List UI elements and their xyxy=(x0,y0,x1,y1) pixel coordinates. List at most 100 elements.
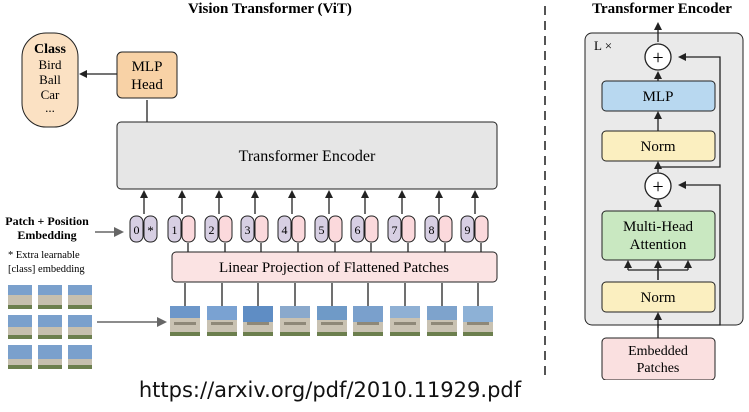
token-pair-0: 0* xyxy=(129,190,158,243)
position-number: 0 xyxy=(134,223,140,237)
grid-ground xyxy=(38,335,62,339)
class-box: Class Bird Ball Car ... xyxy=(21,32,79,128)
extra-note-1: * Extra learnable xyxy=(8,250,80,261)
patch-ground xyxy=(390,332,420,336)
position-number: 3 xyxy=(245,223,251,237)
grid-patch xyxy=(38,345,62,369)
patch-thumbnail xyxy=(207,283,237,336)
patch-ground xyxy=(207,332,237,336)
patch-thumbnail xyxy=(463,283,493,336)
class-item-ellipsis: ... xyxy=(45,100,55,115)
grid-patch xyxy=(38,315,62,339)
skip-connection-top xyxy=(658,53,721,168)
position-embedding xyxy=(350,215,365,243)
embedded-patches-box: Embedded Patches xyxy=(601,337,716,381)
transformer-encoder-box: Transformer Encoder xyxy=(116,121,498,190)
class-item-car: Car xyxy=(41,87,60,102)
patch-detail xyxy=(431,322,453,325)
patch-embedding xyxy=(291,215,306,243)
class-token xyxy=(143,215,158,243)
paper-url: https://arxiv.org/pdf/2010.11929.pdf xyxy=(138,378,522,402)
position-number: 4 xyxy=(282,223,288,237)
norm-layer-bottom: Norm xyxy=(601,281,716,313)
position-number: 5 xyxy=(319,223,325,237)
patch-thumbnail xyxy=(317,283,347,336)
vit-title: Vision Transformer (ViT) xyxy=(188,1,352,17)
patch-ground xyxy=(427,332,457,336)
position-number: 6 xyxy=(355,223,361,237)
token-pair-2: 2 xyxy=(204,190,233,252)
attention-layer: Multi-Head Attention xyxy=(601,210,716,261)
position-number: 8 xyxy=(429,223,435,237)
mlp-layer-label: MLP xyxy=(643,89,674,105)
grid-building xyxy=(68,359,92,369)
position-embedding xyxy=(240,215,255,243)
token-pair-7: 7 xyxy=(387,190,416,252)
grid-building xyxy=(38,359,62,369)
add-symbol-top: + xyxy=(652,47,663,69)
mlp-head: MLP Head xyxy=(116,51,178,99)
position-number: 9 xyxy=(465,223,471,237)
patch-embedding xyxy=(328,215,343,243)
patch-embedding xyxy=(474,215,489,243)
grid-ground xyxy=(8,365,32,369)
grid-ground xyxy=(38,305,62,309)
grid-ground xyxy=(68,305,92,309)
patch-thumbnail xyxy=(170,283,200,336)
position-embedding xyxy=(314,215,329,243)
patch-embedding xyxy=(438,215,453,243)
grid-ground xyxy=(8,305,32,309)
position-embedding xyxy=(460,215,475,243)
class-item-ball: Ball xyxy=(39,72,61,87)
position-embedding xyxy=(204,215,219,243)
grid-patch xyxy=(8,315,32,339)
mlp-head-line2: Head xyxy=(131,77,163,93)
patch-detail xyxy=(321,322,343,325)
patch-ground xyxy=(317,332,347,336)
token-pair-6: 6 xyxy=(350,190,379,252)
grid-patch xyxy=(68,345,92,369)
input-image-patches xyxy=(8,285,92,369)
patch-detail xyxy=(467,322,489,325)
grid-building xyxy=(8,359,32,369)
patch-detail xyxy=(357,322,379,325)
position-embedding xyxy=(129,215,144,243)
patch-embedding xyxy=(254,215,269,243)
embedded-patches-line1: Embedded xyxy=(628,344,688,359)
linear-projection: Linear Projection of Flattened Patches xyxy=(171,251,498,283)
position-number: 2 xyxy=(209,223,215,237)
grid-ground xyxy=(38,365,62,369)
patch-embedding xyxy=(364,215,379,243)
mlp-layer: MLP xyxy=(601,80,716,112)
position-embedding xyxy=(167,215,182,243)
patch-detail xyxy=(394,322,416,325)
class-item-bird: Bird xyxy=(38,57,62,72)
patch-thumbnail xyxy=(243,283,273,336)
token-pair-3: 3 xyxy=(240,190,269,252)
repeat-label: L × xyxy=(594,38,612,53)
grid-ground xyxy=(68,365,92,369)
patch-embedding xyxy=(181,215,196,243)
grid-patch xyxy=(8,285,32,309)
attention-line2: Attention xyxy=(630,237,687,253)
token-pair-5: 5 xyxy=(314,190,343,252)
extra-note-2: [class] embedding xyxy=(8,264,85,275)
patch-ground xyxy=(243,332,273,336)
class-heading: Class xyxy=(34,42,66,57)
patch-ground xyxy=(353,332,383,336)
add-symbol-bottom: + xyxy=(652,176,663,198)
linear-projection-label: Linear Projection of Flattened Patches xyxy=(219,260,449,276)
encoder-label: Transformer Encoder xyxy=(239,148,376,165)
patch-thumbnail xyxy=(427,283,457,336)
add-node-top: + xyxy=(644,43,672,71)
patch-ground xyxy=(280,332,310,336)
attention-line1: Multi-Head xyxy=(623,219,693,235)
patch-detail xyxy=(174,322,196,325)
grid-patch xyxy=(38,285,62,309)
patch-detail xyxy=(284,322,306,325)
token-pair-8: 8 xyxy=(424,190,453,252)
patch-thumbnail xyxy=(280,283,310,336)
vit-diagram: Vision Transformer (ViT) Class Bird Ball… xyxy=(5,1,744,381)
norm-bottom-label: Norm xyxy=(641,290,676,306)
